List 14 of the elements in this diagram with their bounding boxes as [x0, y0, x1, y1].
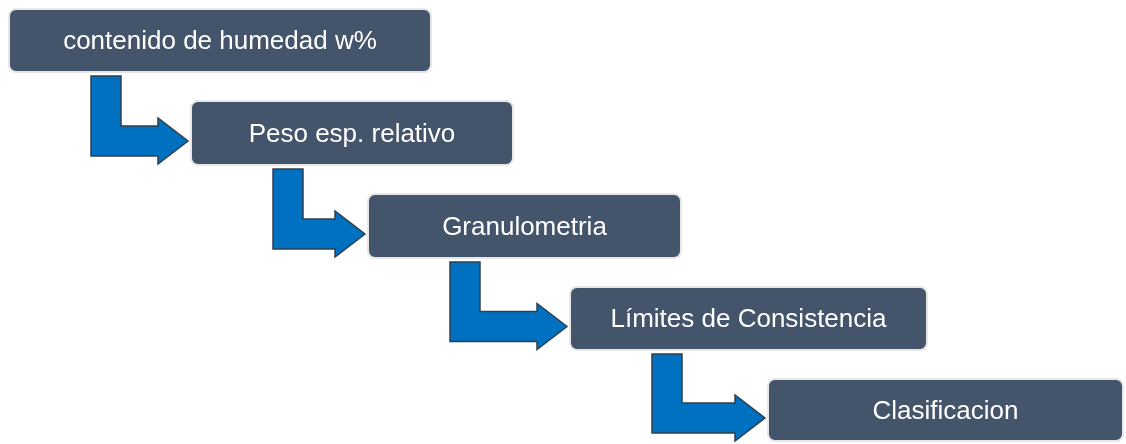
process-box — [8, 8, 432, 73]
process-box — [367, 193, 682, 259]
box-label: Peso esp. relativo — [248, 116, 456, 150]
process-box — [190, 100, 514, 166]
bent-arrow — [90, 75, 190, 166]
bent-arrow — [272, 168, 367, 259]
box-label: Límites de Consistencia — [610, 302, 887, 335]
process-box — [569, 286, 928, 351]
process-box — [767, 378, 1124, 442]
box-label: Granulometria — [442, 209, 607, 243]
box-label: Clasificacion — [872, 393, 1019, 427]
box-label: contenido de humedad w% — [63, 24, 377, 57]
bent-arrow — [651, 353, 767, 443]
bent-arrow — [449, 261, 569, 352]
